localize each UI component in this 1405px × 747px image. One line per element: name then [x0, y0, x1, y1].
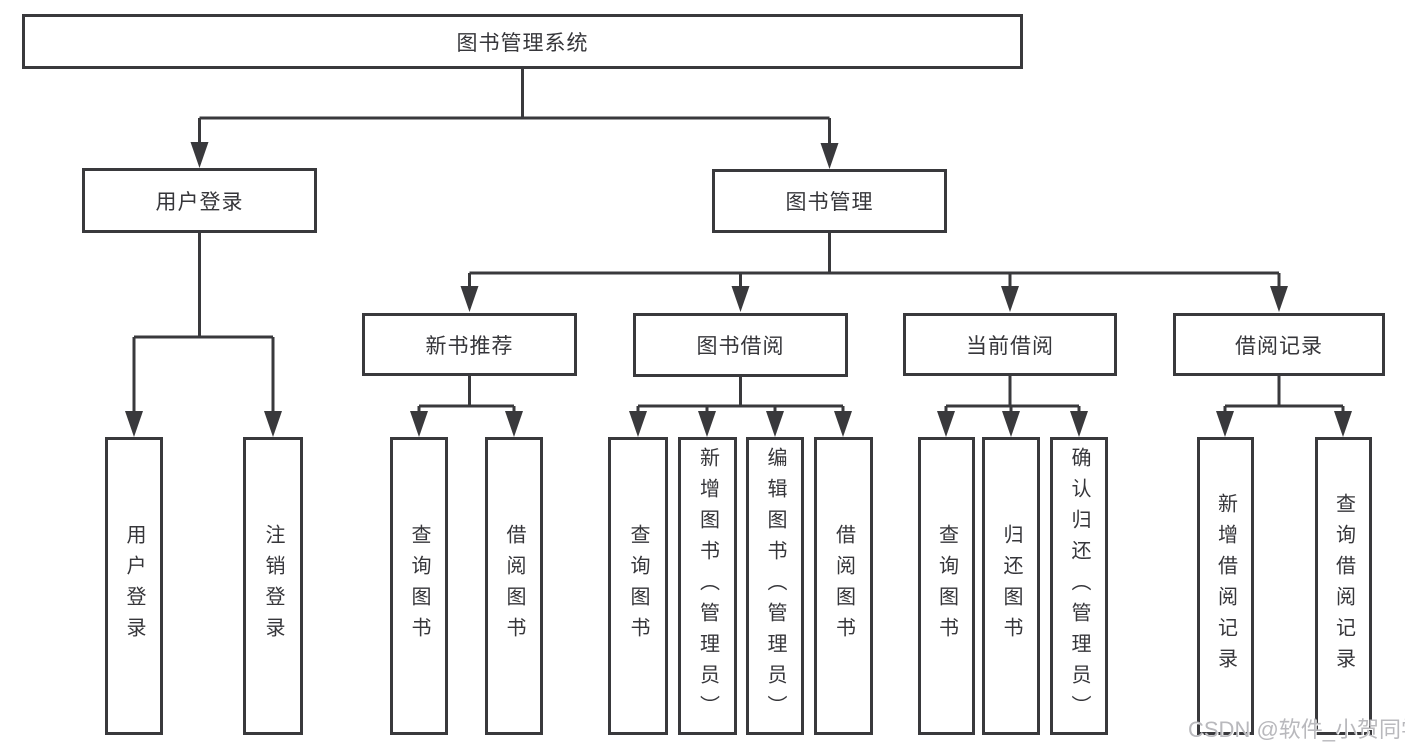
- leaf-current-confirm-return-admin-label: 确认归还（管理员）: [1068, 446, 1090, 726]
- leaf-records-add-record-label: 新增借阅记录: [1214, 493, 1237, 679]
- leaf-borrow-edit-books-admin-label: 编辑图书（管理员）: [764, 446, 786, 726]
- leaf-current-return-books-label: 归还图书: [1000, 524, 1022, 648]
- leaf-newrec-query-books-label: 查询图书: [408, 524, 430, 648]
- leaf-borrow-edit-books-admin: 编辑图书（管理员）: [746, 437, 804, 735]
- leaf-borrow-query-books: 查询图书: [608, 437, 668, 735]
- node-book-management: 图书管理: [712, 169, 947, 233]
- leaf-records-query-record: 查询借阅记录: [1315, 437, 1372, 735]
- node-new-book-recommend: 新书推荐: [362, 313, 577, 376]
- node-book-borrowing: 图书借阅: [633, 313, 848, 377]
- leaf-current-query-books-label: 查询图书: [935, 524, 958, 648]
- leaf-current-confirm-return-admin: 确认归还（管理员）: [1050, 437, 1108, 735]
- leaf-borrow-borrow-books-label: 借阅图书: [832, 524, 855, 648]
- leaf-records-add-record: 新增借阅记录: [1197, 437, 1254, 735]
- node-user-login: 用户登录: [82, 168, 317, 233]
- leaf-borrow-borrow-books: 借阅图书: [814, 437, 873, 735]
- leaf-records-query-record-label: 查询借阅记录: [1332, 493, 1355, 679]
- node-current-borrowing: 当前借阅: [903, 313, 1117, 376]
- leaf-user-login: 用户登录: [105, 437, 163, 735]
- leaf-borrow-query-books-label: 查询图书: [627, 524, 649, 648]
- leaf-borrow-add-books-admin: 新增图书（管理员）: [678, 437, 737, 735]
- leaf-user-login-label: 用户登录: [123, 524, 145, 648]
- leaf-logout-label: 注销登录: [262, 524, 284, 648]
- leaf-current-return-books: 归还图书: [982, 437, 1040, 735]
- leaf-newrec-borrow-books-label: 借阅图书: [503, 524, 525, 648]
- leaf-current-query-books: 查询图书: [918, 437, 975, 735]
- csdn-watermark: CSDN @软件_小贺同学: [1188, 717, 1405, 742]
- leaf-newrec-query-books: 查询图书: [390, 437, 448, 735]
- leaf-logout: 注销登录: [243, 437, 303, 735]
- leaf-borrow-add-books-admin-label: 新增图书（管理员）: [696, 446, 719, 726]
- node-library-management-system: 图书管理系统: [22, 14, 1023, 69]
- leaf-newrec-borrow-books: 借阅图书: [485, 437, 543, 735]
- node-borrowing-records: 借阅记录: [1173, 313, 1385, 376]
